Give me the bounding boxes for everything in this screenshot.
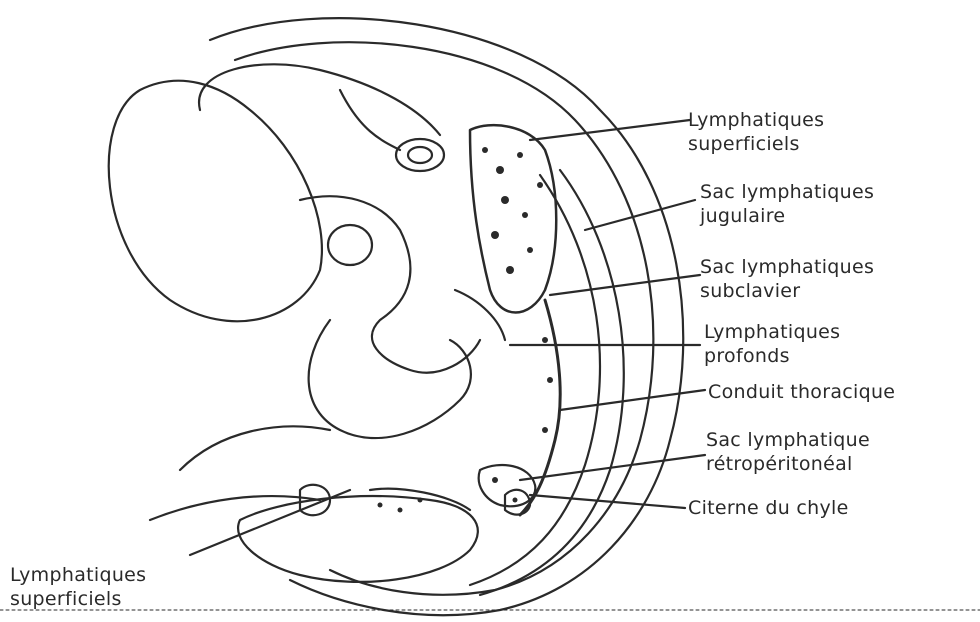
label-line: subclavier [700, 279, 874, 303]
retroperitoneal-sac [479, 465, 536, 506]
deep-lymph [455, 290, 505, 340]
embryo-outer-contour [210, 18, 683, 615]
label-sac-jugulaire: Sac lymphatiques jugulaire [700, 180, 874, 228]
leader-sac-subclavier [550, 275, 700, 295]
heart-bulge [309, 320, 471, 438]
head-bulge [109, 81, 322, 322]
lymph-sac-texture [378, 147, 554, 513]
label-line: superficiels [688, 132, 824, 156]
label-line: rétropéritonéal [706, 452, 870, 476]
label-conduit-thoracique: Conduit thoracique [708, 380, 895, 404]
leader-citerne-chyle [530, 495, 685, 508]
branchial-arches [300, 196, 480, 372]
label-sac-retroperitoneal: Sac lymphatique rétropéritonéal [706, 428, 870, 476]
leader-sac-jugulaire [585, 200, 695, 230]
leader-lymph-sup-bottom [190, 490, 350, 555]
label-line: Lymphatiques [688, 108, 824, 132]
label-line: Lymphatiques [10, 563, 146, 587]
label-line: Citerne du chyle [688, 496, 849, 520]
label-line: Conduit thoracique [708, 380, 895, 404]
label-citerne-chyle: Citerne du chyle [688, 496, 849, 520]
abdomen-line [150, 496, 320, 520]
label-lymph-profonds: Lymphatiques profonds [704, 320, 840, 368]
label-line: Lymphatiques [704, 320, 840, 344]
lower-body [238, 496, 478, 582]
label-sac-subclavier: Sac lymphatiques subclavier [700, 255, 874, 303]
label-lymph-superficiels-bottom: Lymphatiques superficiels [10, 563, 146, 611]
label-line: jugulaire [700, 204, 874, 228]
label-line: profonds [704, 344, 840, 368]
label-line: Sac lymphatiques [700, 255, 874, 279]
otic-vesicle-inner [408, 147, 432, 163]
thoracic-duct [520, 300, 560, 515]
forebrain [340, 90, 400, 150]
label-lymph-superficiels-top: Lymphatiques superficiels [688, 108, 824, 156]
upper-limb-bud [180, 426, 330, 470]
spinal-layer-1 [480, 170, 624, 595]
spinal-layer-2 [470, 175, 600, 585]
lymph-jugular-sac [470, 125, 556, 312]
label-line: Sac lymphatique [706, 428, 870, 452]
leader-lymph-sup-top [530, 120, 690, 140]
label-line: Sac lymphatiques [700, 180, 874, 204]
label-line: superficiels [10, 587, 146, 611]
otic-vesicle [396, 139, 444, 171]
optic-cup [328, 225, 372, 265]
leader-conduit-thoracique [560, 390, 705, 410]
